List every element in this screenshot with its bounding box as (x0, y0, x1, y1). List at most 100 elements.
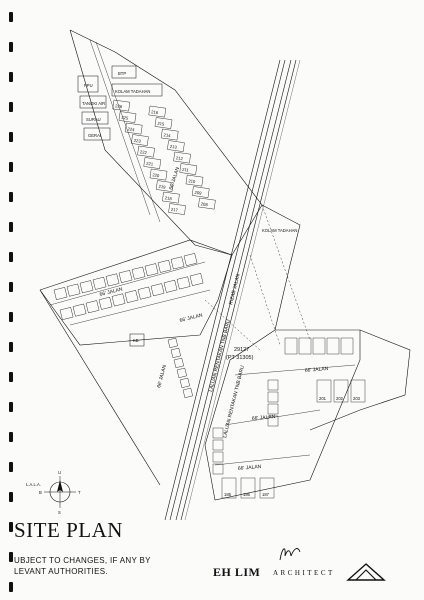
binding-hole (9, 102, 13, 112)
west-lot (92, 276, 107, 290)
north-lot (131, 134, 149, 146)
north-lot (179, 163, 198, 175)
west-lot (79, 280, 94, 294)
east-lot (267, 391, 279, 403)
west-inner-road (69, 289, 211, 326)
west-lot (72, 303, 87, 317)
north-lot (143, 157, 162, 169)
west-lot (167, 337, 178, 349)
north-lot-strip: 2262252242232222212202192182172162152142… (112, 99, 216, 215)
east-block-boundary (204, 204, 361, 501)
west-lot (105, 273, 120, 287)
compass-s: S (58, 510, 61, 515)
notice-line: LEVANT AUTHORITIES. (14, 567, 108, 576)
east-lot (284, 337, 298, 355)
btp-plot (111, 65, 137, 79)
lot-number-label: 224 (127, 126, 135, 132)
north-inner-road (95, 41, 161, 223)
west-lot (182, 387, 193, 399)
west-lot (170, 347, 181, 359)
lot-number-label: 213 (169, 144, 177, 150)
west-lot (131, 266, 146, 280)
ppu-label: PPU (84, 83, 93, 88)
corridor-line (164, 59, 281, 521)
west-lot (137, 286, 152, 300)
north-lot (155, 180, 174, 192)
gerai-plot (83, 127, 111, 141)
lot-number-label: 212 (176, 155, 184, 161)
compass-u: U (58, 470, 61, 475)
west-lot (66, 283, 81, 297)
north-lot (148, 105, 167, 118)
west-lot (150, 283, 165, 297)
north-lot (118, 111, 137, 123)
gerai-label: GERAI (88, 133, 101, 138)
lot-number-label: 202 (336, 396, 344, 401)
binding-hole (9, 402, 13, 412)
west-wedge-boundary (39, 239, 233, 346)
road-label-west-2: 66' JALAN (179, 312, 204, 324)
binding-hole (9, 72, 13, 82)
west-lot (144, 263, 159, 277)
dashed-boundary (261, 204, 311, 341)
west-inner-road (49, 261, 206, 306)
east-lot (267, 415, 279, 427)
road-label-east-3: 66' JALAN (238, 464, 262, 472)
north-wedge-boundary (69, 29, 263, 256)
west-lot (111, 293, 126, 307)
lot-number-label: 223 (133, 138, 141, 144)
binding-hole (9, 162, 13, 172)
lot-number-label: 221 (146, 161, 154, 167)
road-label-west-1: 66' JALAN (99, 286, 124, 298)
lot-number-label: 214 (163, 132, 171, 138)
west-lot (170, 256, 185, 270)
compass-b: B (39, 490, 42, 495)
lot-number-label: 222 (140, 149, 148, 155)
lot-number-label: 225 (121, 115, 129, 121)
north-arrow: U S T B L.A.L.A. (26, 470, 81, 515)
kolam-tadahan-label: KOLAM TADAHAN (115, 89, 150, 94)
sw-boundary (39, 289, 161, 486)
binding-hole (9, 582, 13, 592)
east-lot (326, 337, 340, 355)
north-lot (185, 174, 204, 187)
lot-number-label: 217 (171, 207, 179, 213)
binding-hole (9, 222, 13, 232)
east-lot (212, 439, 224, 451)
lot-number-label: 218 (164, 195, 172, 201)
rizab-jalan-label: RIZAB JALAN (228, 273, 242, 306)
corridor-line (175, 59, 292, 521)
corridor-line (180, 59, 297, 521)
lot-number-label: 220 (152, 172, 160, 178)
west-lot (53, 287, 68, 300)
kb-plot (129, 333, 145, 347)
road-label-north: 66' JALAN (168, 166, 181, 191)
west-lot (179, 377, 190, 389)
lot-number-label: 186 (243, 492, 251, 497)
north-lot (167, 140, 185, 152)
notice-line: UBJECT TO CHANGES, IF ANY BY (14, 556, 151, 565)
east-lot (240, 477, 256, 499)
lot-number-label: 216 (151, 109, 159, 115)
west-lot (176, 367, 187, 379)
lot-number-label: 209 (194, 190, 202, 196)
north-lot (162, 191, 180, 204)
north-lot (154, 117, 173, 129)
binding-hole (9, 42, 13, 52)
east-inner-road (234, 364, 356, 376)
east-lot (267, 379, 279, 391)
lot-number-label: 185 (224, 492, 232, 497)
east-lot (267, 403, 279, 415)
west-lot-grid (53, 253, 204, 399)
ppu-plot (77, 75, 99, 93)
west-lot (176, 276, 191, 290)
lot-number-label: 210 (188, 178, 196, 184)
page-title: SITE PLAN (14, 518, 123, 542)
north-inner-road (89, 39, 151, 216)
surau-plot (81, 111, 109, 125)
binding-hole (9, 552, 13, 562)
architect-logo (346, 563, 386, 581)
east-lot (212, 463, 224, 475)
east-lot (312, 337, 326, 355)
binding-hole (9, 372, 13, 382)
